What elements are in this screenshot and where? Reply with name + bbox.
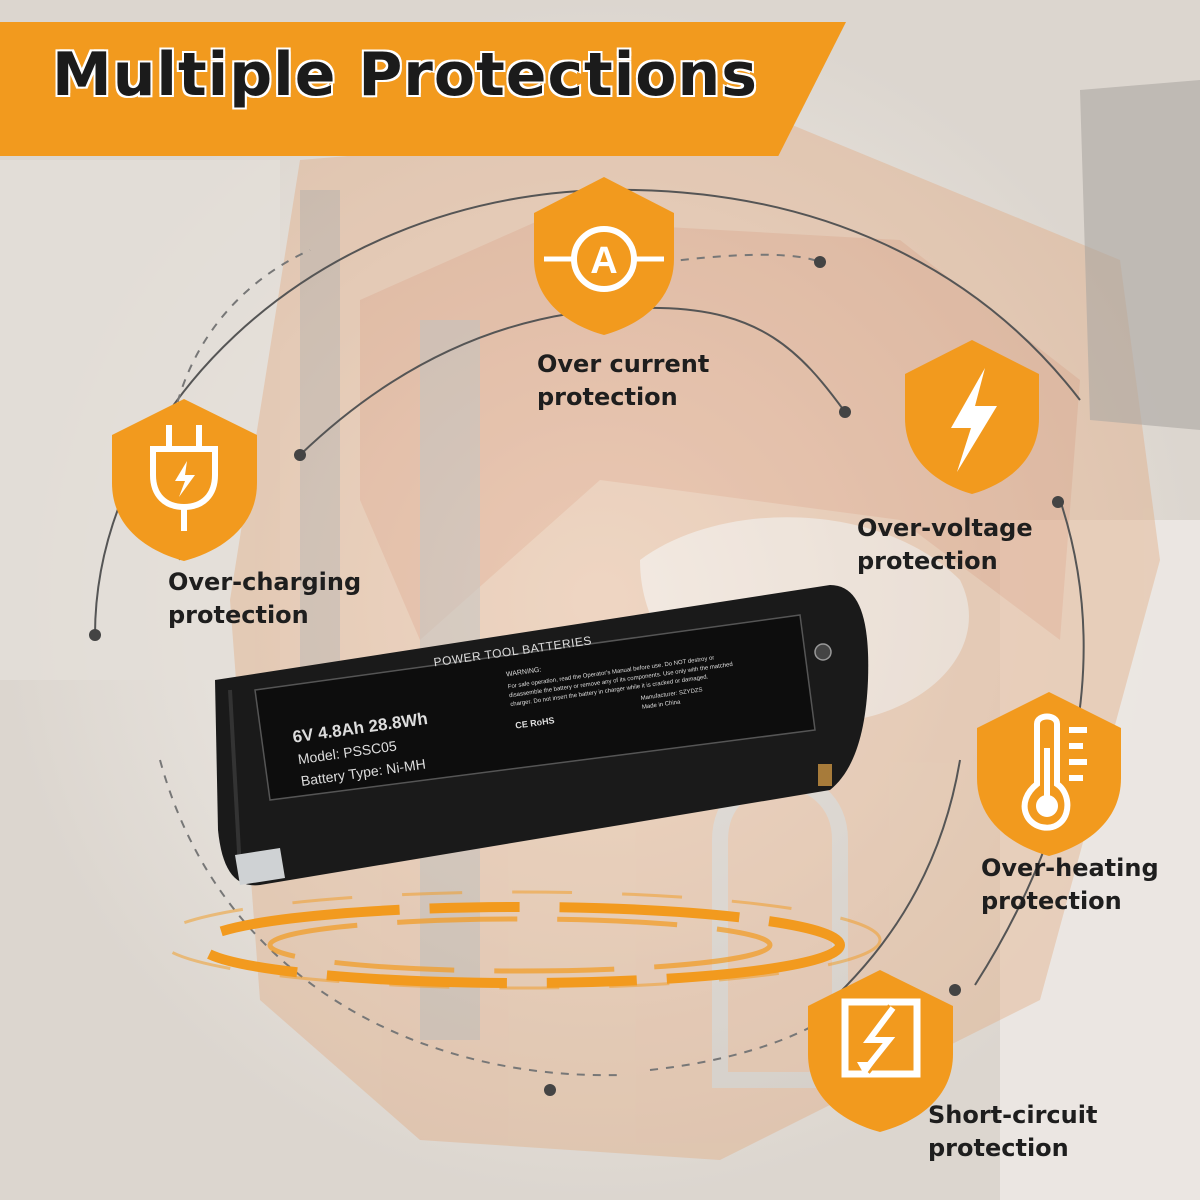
shield-over-current: A xyxy=(534,177,674,335)
label-over-charging: Over-charging protection xyxy=(168,566,361,632)
label-over-voltage-line2: protection xyxy=(857,547,998,575)
label-over-charging-line1: Over-charging xyxy=(168,568,362,596)
label-over-heating-line2: protection xyxy=(981,887,1122,915)
energy-swirl xyxy=(158,890,882,990)
battery-origin: Made in China xyxy=(642,699,682,710)
shield-over-heating xyxy=(977,692,1121,856)
shield-short-circuit xyxy=(808,970,953,1132)
label-over-charging-line2: protection xyxy=(168,601,309,629)
plug-icon xyxy=(150,425,218,531)
label-over-voltage-line1: Over-voltage xyxy=(857,514,1033,542)
shield-over-charging xyxy=(112,399,257,561)
orbit-dots xyxy=(89,256,1064,1096)
label-over-current-line2: protection xyxy=(537,383,678,411)
ammeter-icon: A xyxy=(544,226,664,292)
label-short-circuit-line2: protection xyxy=(928,1134,1069,1162)
label-over-heating-line1: Over-heating xyxy=(981,854,1159,882)
short-circuit-icon xyxy=(841,998,921,1078)
label-over-voltage: Over-voltage protection xyxy=(857,512,1033,578)
label-short-circuit-line1: Short-circuit xyxy=(928,1101,1098,1129)
label-over-current: Over current protection xyxy=(537,348,709,414)
label-short-circuit: Short-circuit protection xyxy=(928,1099,1097,1165)
shield-over-voltage xyxy=(905,340,1039,494)
lightning-bolt-icon xyxy=(951,368,997,472)
page-title: Multiple Protections xyxy=(52,40,758,110)
thermometer-icon xyxy=(1021,713,1087,831)
label-over-heating: Over-heating protection xyxy=(981,852,1159,918)
title-banner xyxy=(0,22,846,156)
battery-pack xyxy=(215,585,869,886)
battery-warning-title: WARNING: xyxy=(506,667,542,679)
ammeter-glyph: A xyxy=(590,240,617,282)
label-over-current-line1: Over current xyxy=(537,350,710,378)
